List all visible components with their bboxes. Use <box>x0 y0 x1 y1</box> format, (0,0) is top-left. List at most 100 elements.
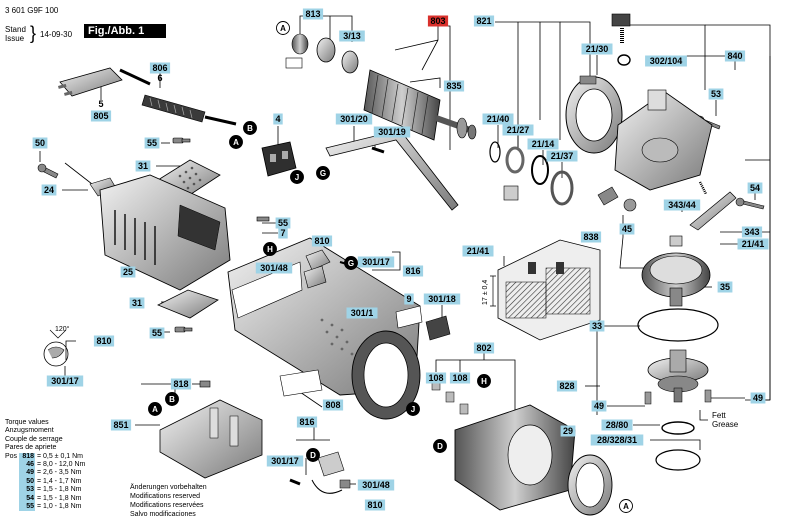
part-label-text: 835 <box>446 81 461 91</box>
part-label-p301_17c: 301/17 <box>266 455 304 467</box>
part-label-p4: 4 <box>273 113 283 125</box>
part-label-text: 55 <box>147 138 157 148</box>
part-label-text: 6 <box>157 73 162 83</box>
part-label-text: 108 <box>428 373 443 383</box>
part-label-bg <box>110 419 132 431</box>
part-label-bg <box>527 138 559 150</box>
svg-text:G: G <box>320 169 326 178</box>
bearing-cover-21-30 <box>565 75 623 154</box>
reference-circle-cH2: H <box>477 374 491 388</box>
part-label-text: 802 <box>476 343 491 353</box>
part-label-bg <box>266 455 304 467</box>
part-label-bg <box>717 281 733 293</box>
armature-835 <box>363 69 477 141</box>
part-label-bg <box>663 199 701 211</box>
svg-text:H: H <box>481 377 487 386</box>
reference-circle-cA4: A <box>619 499 633 513</box>
part-label-p805: 805 <box>90 110 112 122</box>
part-label-p31a: 31 <box>135 160 151 172</box>
part-label-p301_20: 301/20 <box>335 113 373 125</box>
part-label-p45: 45 <box>619 223 635 235</box>
part-label-text: 7 <box>280 228 285 238</box>
part-label-bg <box>741 226 763 238</box>
part-label-bg <box>339 30 365 42</box>
plate-808 <box>279 369 323 397</box>
part-label-bg <box>590 434 644 446</box>
part-label-bg <box>144 137 160 149</box>
part-label-p54: 54 <box>747 182 763 194</box>
part-label-bg <box>346 307 378 319</box>
guard-ring-29 <box>567 454 613 516</box>
svg-text:G: G <box>348 259 354 268</box>
part-label-text: 5 <box>98 99 103 109</box>
part-label-text: 301/20 <box>340 114 368 124</box>
part-label-text: 3/13 <box>343 31 361 41</box>
part-label-p828: 828 <box>556 380 578 392</box>
bevel-gear-35 <box>641 235 711 307</box>
part-label-bg <box>322 399 344 411</box>
part-label-bg <box>93 335 115 347</box>
part-label-text: 29 <box>563 426 573 436</box>
part-label-text: 35 <box>720 282 730 292</box>
part-301-18 <box>425 315 451 341</box>
spring-301-19 <box>371 146 385 154</box>
part-label-bg <box>90 110 112 122</box>
part-label-bg <box>135 160 151 172</box>
field-coil-802 <box>431 379 576 511</box>
gear-head-840 <box>611 13 713 191</box>
part-label-text: 301/48 <box>260 263 288 273</box>
part-label-p808: 808 <box>322 399 344 411</box>
part-label-bg <box>619 223 635 235</box>
part-label-p21_41a: 21/41 <box>462 245 494 257</box>
part-31-bottom <box>157 289 219 319</box>
part-label-p301_17a: 301/17 <box>357 256 395 268</box>
bearing-813 <box>285 33 359 74</box>
note-en: Modifications reserved <box>130 493 201 500</box>
part-label-bg <box>335 113 373 125</box>
part-label-p813: 813 <box>302 8 324 20</box>
torque-row: 49 = 2,6 - 3,5 Nm <box>5 469 85 478</box>
part-label-p806: 806 <box>149 62 171 74</box>
part-label-text: 302/104 <box>650 56 683 66</box>
main-housing-301-1 <box>227 237 421 420</box>
part-label-bg <box>255 262 293 274</box>
part-label-text: 31 <box>138 161 148 171</box>
reference-circle-cB2: B <box>165 392 179 406</box>
part-label-bg <box>364 499 386 511</box>
part-label-text: 301/17 <box>271 456 299 466</box>
reference-circle-cG1: G <box>316 166 330 180</box>
part-label-bg <box>302 8 324 20</box>
svg-text:A: A <box>280 24 286 33</box>
part-label-p55c: 55 <box>149 327 165 339</box>
part-label-bg <box>32 137 48 149</box>
part-label-text: 803 <box>430 16 445 26</box>
lock-lever-343 <box>597 181 737 231</box>
part-label-p810c: 810 <box>364 499 386 511</box>
part-label-text: 851 <box>113 420 128 430</box>
rings-21 <box>489 141 574 206</box>
part-label-p31b: 31 <box>129 297 145 309</box>
part-label-p3_13: 3/13 <box>339 30 365 42</box>
part-label-text: 301/17 <box>362 257 390 267</box>
stand-label: Stand <box>5 25 26 34</box>
part-label-bg <box>423 293 461 305</box>
part-label-bg <box>425 372 447 384</box>
part-label-bg <box>357 256 395 268</box>
part-label-bg <box>580 231 602 243</box>
screws <box>37 115 765 388</box>
part-label-text: 818 <box>173 379 188 389</box>
part-label-p816a: 816 <box>402 265 424 277</box>
torque-legend: Torque values Anzugsmoment Couple de ser… <box>5 419 85 512</box>
part-label-bg <box>120 266 136 278</box>
part-label-text: 25 <box>123 267 133 277</box>
part-label-bg <box>149 62 171 74</box>
part-label-bg <box>357 479 395 491</box>
part-label-p835: 835 <box>443 80 465 92</box>
part-label-bg <box>556 380 578 392</box>
part-label-text: 28/80 <box>606 420 629 430</box>
switch-base-851 <box>159 399 263 479</box>
part-label-text: 810 <box>314 236 329 246</box>
torque-row: 54 = 1,5 - 1,8 Nm <box>5 494 85 504</box>
part-label-text: 813 <box>305 9 320 19</box>
part-label-text: 49 <box>594 401 604 411</box>
